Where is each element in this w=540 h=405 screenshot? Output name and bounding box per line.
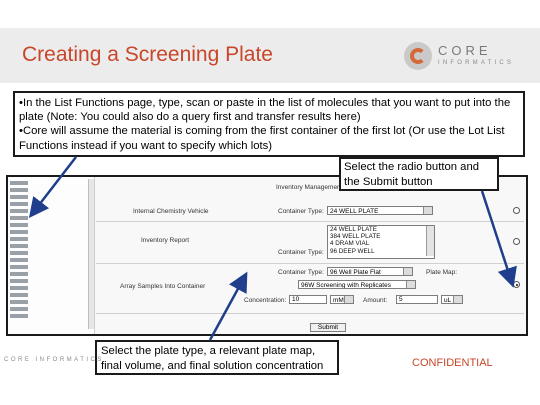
plate-callout: Select the plate type, a relevant plate … <box>95 340 339 375</box>
list-option[interactable]: 96 DEEP WELL <box>330 247 375 255</box>
container-type-listbox[interactable]: 24 WELL PLATE 384 WELL PLATE 4 DRAM VIAL… <box>327 225 435 259</box>
radio-internal-vehicle[interactable] <box>513 207 520 214</box>
listbox-scrollbar[interactable] <box>426 226 434 256</box>
concentration-unit-select[interactable]: mM <box>330 295 354 304</box>
amount-label: Amount: <box>363 297 388 304</box>
row-field-label-2: Container Type: <box>278 249 324 256</box>
row-label-1: Internal Chemistry Vehicle <box>133 208 209 215</box>
row-field-label-1: Container Type: <box>278 208 324 215</box>
list-option[interactable]: 4 DRAM VIAL <box>330 240 370 248</box>
amount-unit-select[interactable]: uL <box>441 295 463 304</box>
confidential-label: CONFIDENTIAL <box>412 357 493 369</box>
row-label-2: Inventory Report <box>141 237 190 244</box>
row-label-3: Array Samples Into Container <box>120 283 206 290</box>
core-logo-icon <box>404 42 432 70</box>
row-field-label-3: Container Type: <box>278 269 324 276</box>
plate-map-select[interactable]: 96W Screening with Replicates <box>298 280 416 289</box>
divider <box>96 263 524 264</box>
title-bar <box>0 28 540 83</box>
plate-map-label: Plate Map: <box>426 269 458 276</box>
footer-logo: CORE INFORMATICS <box>4 357 104 363</box>
divider <box>96 221 524 222</box>
container-type-select-1[interactable]: 24 WELL PLATE <box>327 206 433 215</box>
arrow-to-plate <box>208 271 248 341</box>
slide-title: Creating a Screening Plate <box>22 43 273 66</box>
core-logo: CORE INFORMATICS <box>404 42 534 76</box>
inventory-header: Inventory Management <box>276 184 343 191</box>
concentration-input[interactable]: 10 <box>289 295 327 304</box>
divider <box>96 313 524 314</box>
radio-callout: Select the radio button and the Submit b… <box>339 157 499 191</box>
logo-sub: INFORMATICS <box>438 60 515 66</box>
instruction-line-1: •In the List Functions page, type, scan … <box>19 97 511 124</box>
list-scrollbar[interactable] <box>88 179 94 329</box>
arrow-to-list <box>28 156 77 218</box>
instruction-box: •In the List Functions page, type, scan … <box>13 91 525 157</box>
embedded-screenshot: Inventory Management Internal Chemistry … <box>6 175 528 336</box>
molecule-list-textarea[interactable] <box>8 177 95 334</box>
amount-input[interactable]: 5 <box>396 295 438 304</box>
radio-inventory-report[interactable] <box>513 238 520 245</box>
logo-brand: CORE <box>438 43 492 58</box>
container-type-select-3[interactable]: 96 Well Plate Flat <box>327 267 413 276</box>
instruction-line-2: •Core will assume the material is coming… <box>19 125 505 152</box>
list-option[interactable]: 24 WELL PLATE <box>330 226 377 233</box>
submit-button[interactable]: Submit <box>310 323 346 332</box>
list-option[interactable]: 384 WELL PLATE <box>330 233 381 241</box>
arrow-to-radio <box>480 190 517 288</box>
concentration-label: Concentration: <box>244 297 287 304</box>
